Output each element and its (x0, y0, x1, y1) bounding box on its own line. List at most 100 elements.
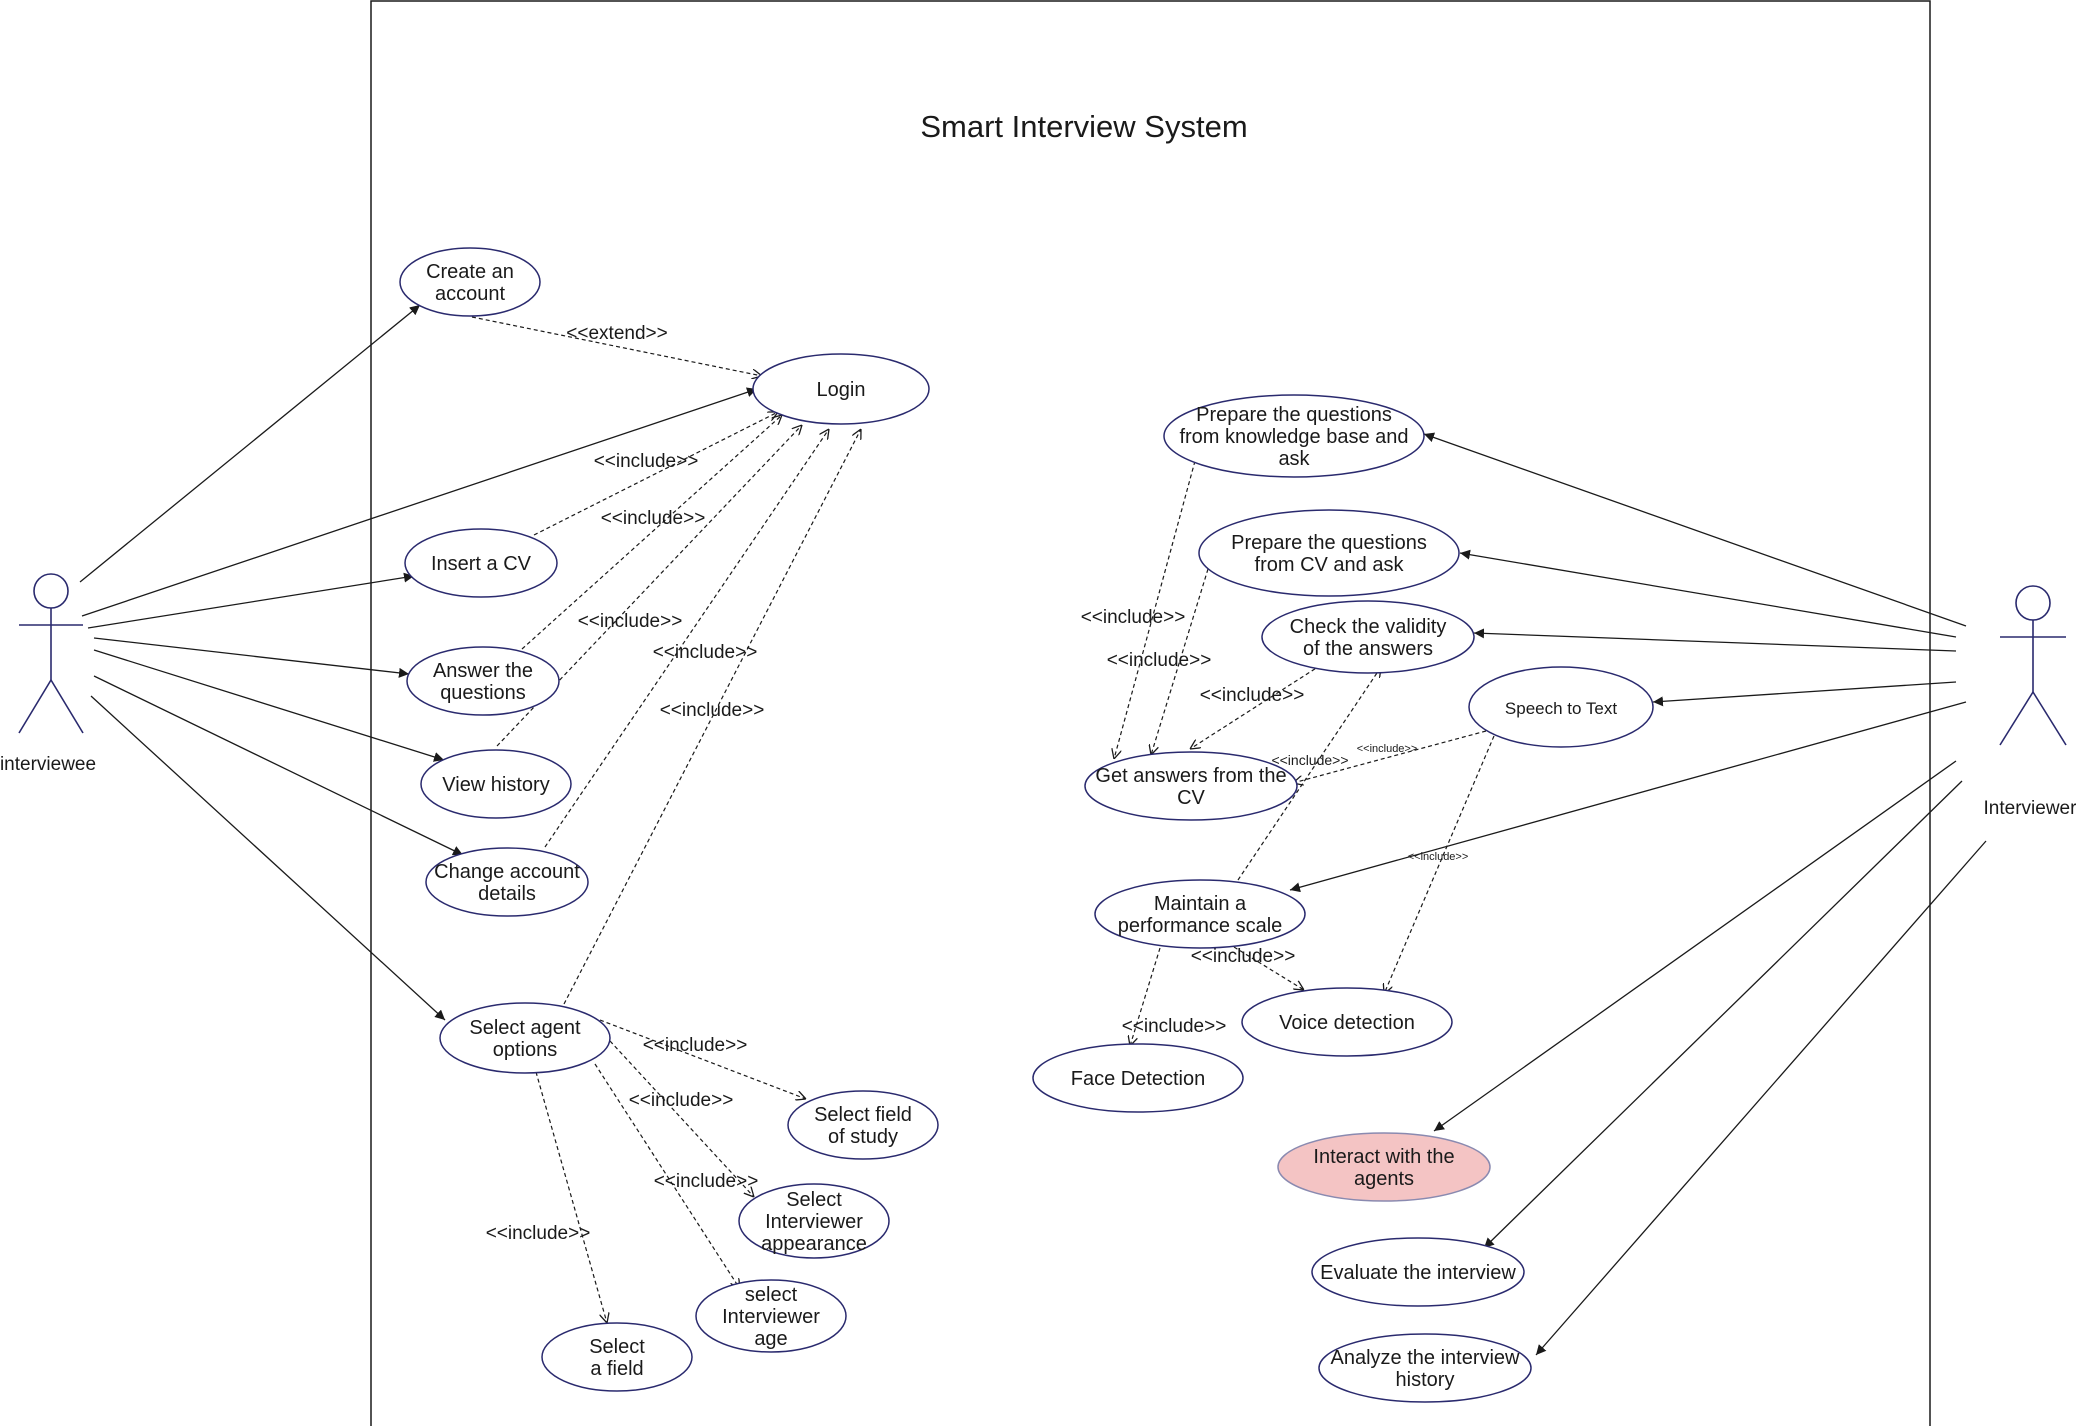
use-case-ellipse (1468, 666, 1654, 748)
use-case-ellipse (738, 1183, 890, 1259)
dep-extend-create-login (471, 316, 762, 376)
label-include: <<include>> (1357, 743, 1418, 755)
label-include: <<include>> (1271, 752, 1348, 768)
assoc-login (81, 387, 758, 617)
assoc-speech-to-text (1652, 681, 1957, 707)
dep-include-agent-field (535, 1071, 607, 1323)
use-case-ellipse (1084, 751, 1298, 821)
assoc-insert-cv (87, 572, 415, 629)
dep-include-answer-login (521, 415, 782, 650)
dep-include-agent-fieldstudy (599, 1019, 806, 1099)
dep-include-preparecv-getanswers (1151, 568, 1209, 755)
use-case-label: Interviewer (722, 1306, 820, 1328)
use-case-label: account (435, 283, 505, 305)
label-include: <<include>> (1191, 946, 1296, 967)
use-case-label: questions (440, 682, 526, 704)
relationship-labels: <<extend>> <<include>> <<include>> <<inc… (486, 323, 1469, 1244)
use-case-ellipse (752, 353, 930, 425)
use-case-label: agents (1354, 1168, 1414, 1190)
use-case-ellipse (406, 646, 560, 716)
use-case-label: select (745, 1284, 798, 1306)
label-include: <<include>> (643, 1035, 748, 1056)
label-include: <<include>> (629, 1090, 734, 1111)
use-case-label: Face Detection (1071, 1068, 1206, 1090)
use-case-label: Answer the (433, 660, 533, 682)
use-case-label: ask (1278, 448, 1310, 470)
interviewee-associations (79, 304, 758, 1021)
use-case-label: Select (589, 1336, 645, 1358)
use-case-evaluate-interview[interactable]: Evaluate the interview (1311, 1237, 1525, 1307)
assoc-change-account (93, 675, 464, 856)
system-boundary (370, 0, 1931, 1426)
use-case-label: from CV and ask (1255, 554, 1405, 576)
use-case-ellipse (420, 749, 572, 819)
use-case-label: appearance (761, 1233, 867, 1255)
stick-figure-icon (1999, 585, 2067, 746)
actor-interviewee[interactable]: interviewee (0, 573, 96, 775)
system-title: Smart Interview System (920, 109, 1247, 144)
use-case-label: of the answers (1303, 638, 1433, 660)
label-include: <<include>> (1122, 1016, 1227, 1037)
actor-label-interviewer: Interviewer (1984, 798, 2076, 819)
dep-include-scale-face (1130, 947, 1161, 1046)
use-case-label: options (493, 1039, 558, 1061)
use-case-label: CV (1177, 787, 1205, 809)
use-case-voice-detection[interactable]: Voice detection (1241, 987, 1453, 1057)
label-include: <<include>> (654, 1171, 759, 1192)
use-case-ellipse (399, 247, 541, 317)
use-case-label: Create an (426, 261, 514, 283)
use-case-ellipse (787, 1090, 939, 1160)
use-case-ellipse (541, 1322, 693, 1392)
use-case-face-detection[interactable]: Face Detection (1032, 1043, 1244, 1113)
use-case-label: Select (786, 1189, 842, 1211)
use-case-label: Interviewer (765, 1211, 863, 1233)
use-case-label: Maintain a (1154, 893, 1247, 915)
assoc-interact-agents (1433, 760, 1957, 1132)
dep-include-speech-getanswers (1293, 730, 1487, 783)
dep-include-agent-login (563, 429, 861, 1005)
use-case-ellipse (695, 1279, 847, 1353)
assoc-analyze-history (1535, 840, 1987, 1356)
use-case-insert-cv[interactable]: Insert a CV (404, 528, 558, 598)
use-case-login[interactable]: Login (752, 353, 930, 425)
dep-include-agent-age (594, 1063, 740, 1289)
use-case-label: Evaluate the interview (1320, 1262, 1516, 1284)
use-case-ellipse (1311, 1237, 1525, 1307)
use-case-speech-to-text[interactable]: Speech to Text (1468, 666, 1654, 748)
label-include: <<include>> (1408, 851, 1469, 863)
stick-figure-icon (18, 573, 84, 734)
use-case-view-history[interactable]: View history (420, 749, 572, 819)
label-include: <<include>> (1107, 650, 1212, 671)
use-case-label: a field (590, 1358, 643, 1380)
use-case-label: Change account (434, 861, 580, 883)
use-case-ellipse (1277, 1132, 1491, 1202)
use-case-label: View history (442, 774, 549, 796)
use-case-label: Select field (814, 1104, 912, 1126)
dep-include-insertcv-login (533, 412, 778, 536)
dep-include-preparekb-getanswers (1114, 460, 1196, 759)
assoc-check-validity (1473, 628, 1957, 652)
use-case-label: Speech to Text (1505, 699, 1617, 718)
dep-include-scale-check (1237, 667, 1381, 881)
label-extend: <<extend>> (566, 323, 667, 344)
use-case-label: Login (817, 379, 866, 401)
dep-include-change-login (544, 429, 829, 848)
use-case-label: Analyze the interview (1331, 1347, 1521, 1369)
use-case-label: age (754, 1328, 787, 1350)
actor-interviewer[interactable]: Interviewer (1984, 585, 2076, 819)
